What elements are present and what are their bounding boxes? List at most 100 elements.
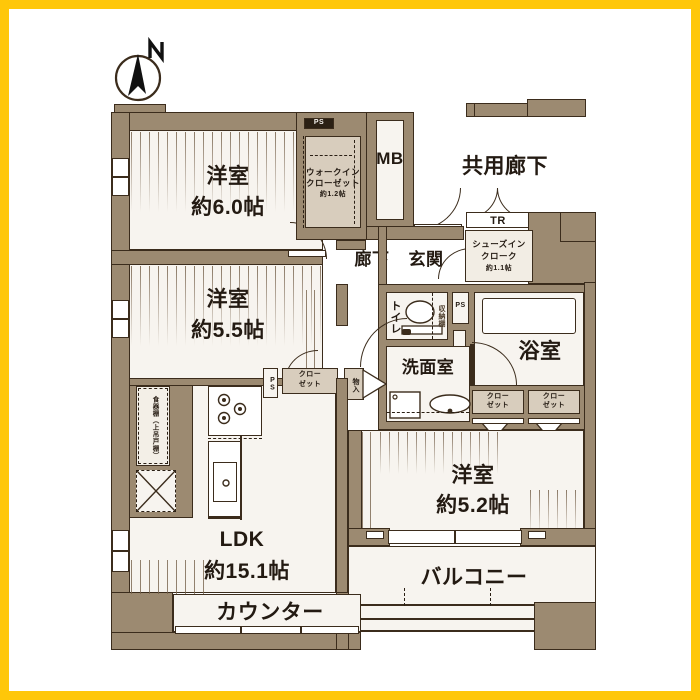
wall-corridor-mid [336, 240, 366, 250]
balcony-partition-block [534, 602, 596, 650]
frame-border-top [0, 0, 700, 9]
window-mullion-2 [112, 318, 129, 320]
balcony-label: バルコニー [420, 566, 528, 589]
closet-bath-left-label-1: クロー [486, 393, 510, 400]
corridor-stub-wall-2 [466, 103, 475, 117]
bedroom-south-size: 約5.2帖 [436, 494, 510, 517]
walk-in-closet-label-2: クローゼット [305, 178, 360, 188]
bedroom-north-size: 約6.0帖 [191, 196, 265, 219]
balcony-rail-3 [350, 630, 594, 632]
washroom-label: 洗面室 [401, 358, 455, 377]
cupboard-label: 食器棚（上吊戸棚） [151, 395, 158, 459]
ldk-name: LDK [219, 528, 265, 551]
bedroom-south-name: 洋室 [451, 464, 495, 487]
counter-sill [175, 626, 359, 634]
exterior-wall-bottom [111, 632, 361, 650]
gas-stove-icon [217, 393, 247, 425]
hatch-bedroom-south-top [380, 432, 500, 474]
bathtub-icon [482, 298, 576, 334]
wall-south-bedroom-left [348, 430, 362, 542]
walk-in-closet-label-1: ウォークイン [305, 167, 360, 177]
hatch-bedroom-south-left [362, 432, 378, 532]
closet-ldk-label-2: ゼット [298, 381, 322, 388]
closet-bath-right-label-1: クロー [542, 393, 566, 400]
shaft-mb [376, 120, 404, 220]
shaft-tr-label: TR [490, 215, 506, 227]
counter-sill-div-2 [300, 626, 302, 634]
shaft-ps-wic [304, 118, 334, 129]
kitchen-run-edge [240, 436, 242, 520]
hatch-ldk-bottom [131, 560, 209, 594]
walk-in-closet-size: 約1.2帖 [319, 191, 347, 198]
bath-door-leaf [470, 344, 474, 386]
exterior-wall-top-left [111, 112, 306, 131]
bedroom-north-name: 洋室 [206, 165, 250, 188]
frame-border-left [0, 0, 9, 700]
shoes-in-closet-size: 約1.1帖 [485, 265, 513, 272]
bedroom-mid-name: 洋室 [206, 288, 250, 311]
wic-hanger-rod-top [310, 155, 352, 156]
wic-door-line [303, 136, 304, 228]
counter-label: カウンター [216, 601, 324, 624]
bath-label: 浴室 [518, 340, 562, 363]
washing-machine-icon [389, 391, 421, 419]
closet-ldk [282, 368, 338, 394]
wall-entry-top [366, 226, 464, 240]
shoes-in-closet-label-1: シューズイン [472, 239, 526, 249]
hallway-label: 廊下 [354, 250, 390, 269]
closet-ldk-label-1: クロー [298, 371, 322, 378]
frame-border-bottom [0, 691, 700, 700]
balcony-rail-2 [350, 618, 594, 620]
shaft-ps-toilet-label: PS [455, 302, 466, 309]
closet-sill-right [528, 418, 580, 424]
closet-bath-right-label-2: ゼット [542, 402, 566, 409]
kitchen-run-base [208, 516, 242, 519]
frame-border-right [691, 0, 700, 700]
window-hatch-bedroom-north [131, 132, 321, 212]
stove-hood-line [208, 438, 262, 439]
storage-monoire-label: 物入 [352, 377, 359, 393]
balcony-drain-right [490, 588, 491, 606]
refrigerator-cross-icon [136, 470, 176, 512]
counter-sill-div-1 [240, 626, 242, 634]
closet-bath-right [528, 390, 580, 414]
kitchen-faucet-icon [222, 479, 230, 487]
cupboard-dashed [138, 388, 168, 464]
room-counter [173, 594, 361, 632]
ldk-entry-door-arc [360, 318, 407, 367]
common-corridor-label: 共用廊下 [462, 155, 548, 178]
toilet-cabinet-divider [432, 293, 433, 339]
wash-basin-icon [429, 394, 471, 414]
bedroom-mid-size: 約5.5帖 [191, 319, 265, 342]
shaft-ps-toilet [452, 292, 469, 324]
door-leaf-bedroom-north [288, 250, 326, 257]
window-ldk-mullion [112, 550, 129, 552]
exterior-wall-right-south [584, 282, 596, 542]
wall-entry-right-2 [560, 212, 596, 242]
window-mullion-1 [112, 176, 129, 178]
room-shoes-in-closet [465, 230, 533, 282]
room-walk-in-closet [305, 136, 361, 228]
shaft-ps-wic-label: PS [313, 119, 325, 126]
wall-ldk-right [336, 378, 348, 593]
window-latch-right [528, 531, 546, 539]
wic-hanger-rod-right [354, 140, 355, 224]
window-hatch-bedroom-mid [131, 266, 321, 346]
cupboard-upper [136, 386, 170, 466]
washroom-counter-line [387, 412, 469, 413]
ldk-size: 約15.1帖 [204, 560, 290, 583]
sliding-door-mullion [454, 530, 456, 544]
wall-hallway-divider [378, 226, 387, 288]
shaft-ps-kitchen-label: PS [269, 376, 276, 392]
shoes-in-closet-label-2: クローク [480, 251, 517, 261]
balcony-drain-left [404, 588, 405, 606]
north-arrow-icon [114, 36, 164, 102]
toilet-cabinet-label: 収納棚 [438, 304, 445, 328]
entrance-label: 玄関 [408, 250, 444, 269]
shaft-ps-kitchen [263, 368, 278, 398]
monoire-door-arc [362, 368, 388, 400]
closet-bath-left-label-2: ゼット [486, 402, 510, 409]
shaft-mb-label: MB [376, 149, 404, 168]
closet-sill-left [472, 418, 524, 424]
